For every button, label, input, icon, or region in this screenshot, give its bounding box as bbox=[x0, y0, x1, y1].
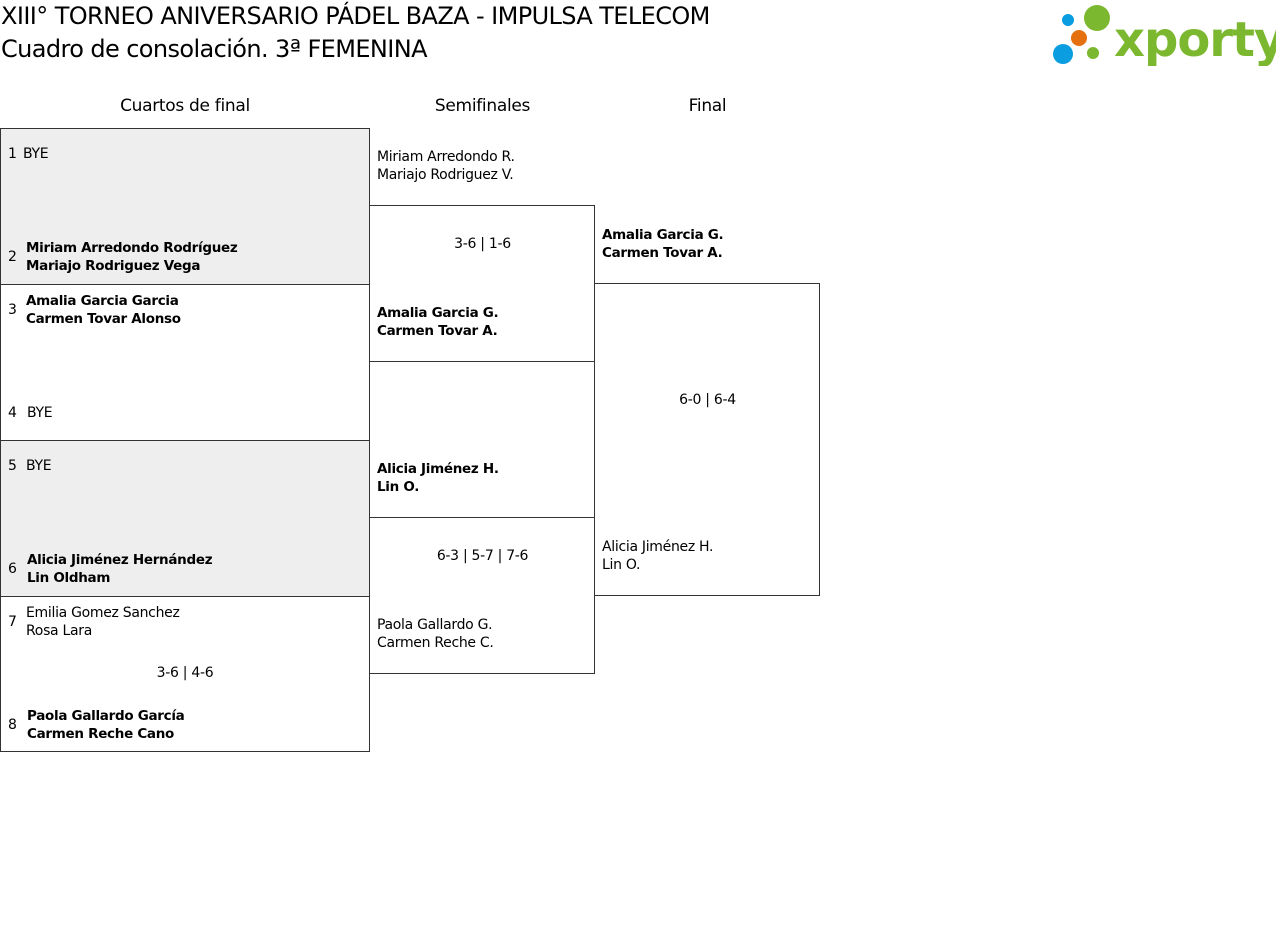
draw-subtitle: Cuadro de consolación. 3ª FEMENINA bbox=[1, 35, 428, 63]
seed: 5 bbox=[8, 458, 17, 474]
round-header-semifinals: Semifinales bbox=[434, 96, 531, 116]
team: BYE bbox=[26, 458, 52, 474]
match-score: 3-6 | 4-6 bbox=[156, 665, 214, 681]
seed: 7 bbox=[8, 614, 17, 630]
svg-text:xporty: xporty bbox=[1114, 12, 1276, 66]
qf-match-3 bbox=[0, 440, 370, 597]
team: Miriam Arredondo R.Mariajo Rodriguez V. bbox=[377, 149, 515, 183]
seed: 8 bbox=[8, 717, 17, 733]
match-score: 6-3 | 5-7 | 7-6 bbox=[436, 548, 529, 564]
team: Amalia Garcia G.Carmen Tovar A. bbox=[602, 227, 724, 261]
final-match bbox=[594, 283, 820, 596]
team: Amalia Garcia G.Carmen Tovar A. bbox=[377, 305, 499, 339]
team: BYE bbox=[23, 146, 49, 162]
seed: 2 bbox=[8, 249, 17, 265]
seed: 3 bbox=[8, 302, 17, 318]
team: Alicia Jiménez H.Lin O. bbox=[377, 461, 499, 495]
round-header-quarterfinals: Cuartos de final bbox=[120, 96, 250, 116]
team: Paola Gallardo G.Carmen Reche C. bbox=[377, 617, 494, 651]
match-score: 6-0 | 6-4 bbox=[679, 392, 736, 408]
seed: 6 bbox=[8, 561, 17, 577]
seed: 4 bbox=[8, 405, 17, 421]
qf-match-4 bbox=[0, 596, 370, 752]
team: Alicia Jiménez H.Lin O. bbox=[602, 539, 714, 573]
xporty-logo: xporty bbox=[1050, 4, 1280, 70]
tournament-title: XIII° TORNEO ANIVERSARIO PÁDEL BAZA - IM… bbox=[1, 2, 710, 30]
match-score: 3-6 | 1-6 bbox=[454, 236, 511, 252]
round-header-final: Final bbox=[688, 96, 727, 116]
team: BYE bbox=[27, 405, 53, 421]
seed: 1 bbox=[8, 146, 17, 162]
qf-match-1 bbox=[0, 128, 370, 285]
